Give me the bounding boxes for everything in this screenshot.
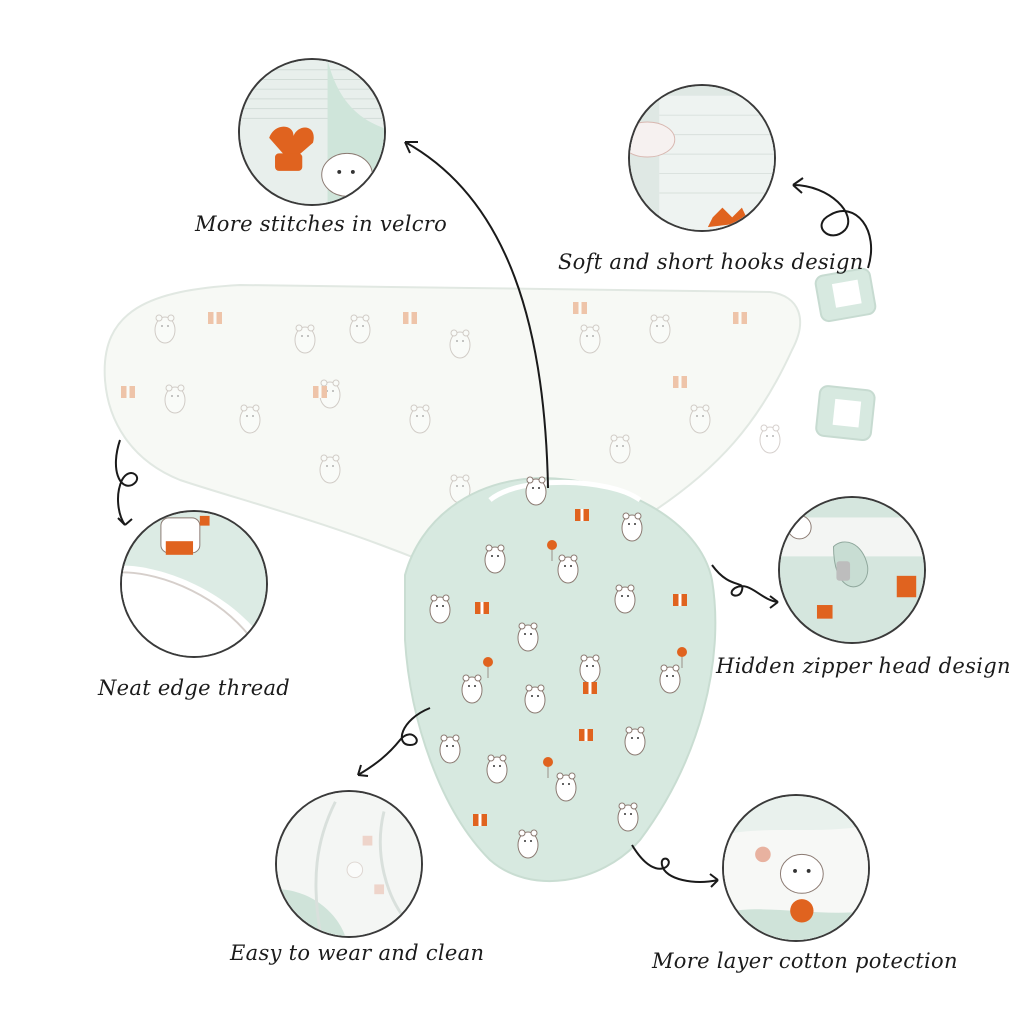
detail-zipper xyxy=(778,496,926,644)
detail-edge-thread xyxy=(120,510,268,658)
caption-velcro: More stitches in velcro xyxy=(195,212,448,236)
swaddle-pouch xyxy=(404,476,717,882)
detail-layer-cotton xyxy=(722,794,870,942)
detail-easy-wear xyxy=(275,790,423,938)
detail-hooks xyxy=(628,84,776,232)
caption-edge: Neat edge thread xyxy=(98,676,291,700)
caption-hooks: Soft and short hooks design xyxy=(558,250,864,274)
caption-layer: More layer cotton potection xyxy=(652,949,958,973)
caption-wear: Easy to wear and clean xyxy=(230,941,485,965)
detail-velcro-stitches xyxy=(238,58,386,206)
caption-zipper: Hidden zipper head design xyxy=(716,654,1011,678)
